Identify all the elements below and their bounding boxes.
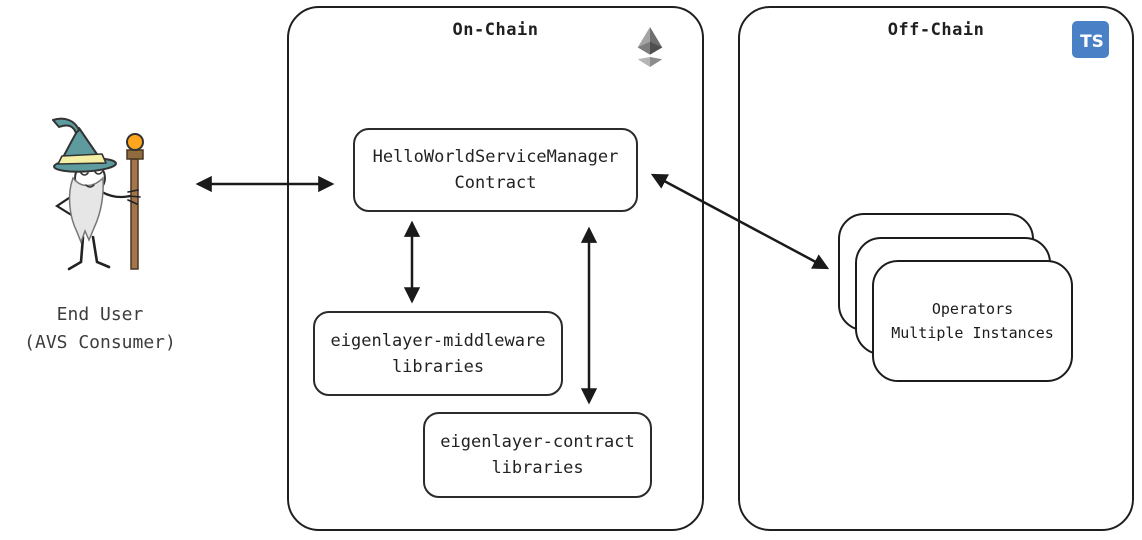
ethereum-icon [637,27,663,67]
offchain-title: Off-Chain [887,20,985,40]
typescript-icon: TS [1072,21,1109,58]
node-contract-line1: eigenlayer-contract [440,432,635,452]
node-middleware-line1: eigenlayer-middleware [330,330,546,351]
node-service-manager-line2: Contract [454,173,537,193]
node-service-manager-line1: HelloWorldServiceManager [372,147,619,167]
typescript-icon-label: TS [1080,31,1104,52]
wizard-staff-orb [126,133,144,151]
end-user-label: End User (AVS Consumer) [0,301,200,357]
node-operators-line1: Operators [931,300,1014,318]
node-middleware-libraries: eigenlayer-middleware libraries [313,311,563,396]
node-middleware-line2: libraries [391,356,485,377]
wizard-illustration [52,117,144,271]
wizard-hat-tip [52,117,80,134]
end-user-label-line1: End User [56,304,144,325]
node-contract-libraries: eigenlayer-contract libraries [423,412,652,498]
wizard-staff-cap [126,149,144,160]
onchain-title: On-Chain [452,20,539,40]
node-contract-line2: libraries [491,458,584,478]
wizard-legs [67,235,111,271]
wizard-hat-band [57,153,107,165]
wizard-staff [130,158,139,270]
wizard-right-arm [100,190,132,199]
node-operators: Operators Multiple Instances [872,260,1073,382]
end-user-label-line2: (AVS Consumer) [24,332,176,353]
node-operators-line2: Multiple Instances [891,324,1054,342]
node-service-manager-contract: HelloWorldServiceManager Contract [353,128,638,212]
wizard-beard [68,176,104,245]
